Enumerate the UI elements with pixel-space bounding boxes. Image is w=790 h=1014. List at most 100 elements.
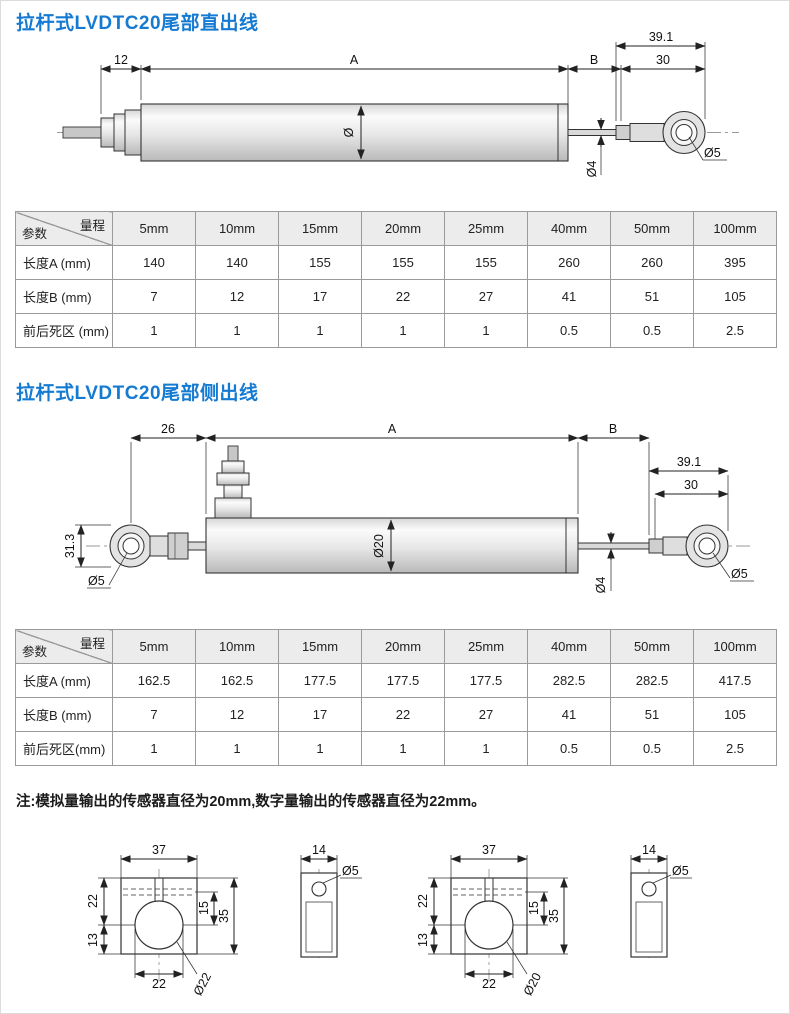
spec-value: 41 [527, 697, 611, 732]
pull-rod [577, 536, 688, 556]
range-column-header: 15mm [278, 211, 362, 246]
dim-upper-22: 22 [86, 877, 108, 926]
dim-label: 22 [482, 977, 496, 991]
dim-label: Ø4 [594, 577, 608, 594]
dim-label: 31.3 [63, 534, 77, 558]
rod-end-bearing-left [109, 524, 207, 568]
dim-inner-15: 15 [197, 891, 218, 926]
spec-value: 12 [195, 697, 279, 732]
row-label: 前后死区 (mm) [15, 313, 113, 348]
clamp-front-view [120, 877, 198, 955]
spec-value: 0.5 [527, 731, 611, 766]
spec-value: 17 [278, 279, 362, 314]
range-column-header: 20mm [361, 211, 445, 246]
dim-rod-diameter: Ø4 [585, 118, 605, 178]
dim-label: 37 [482, 843, 496, 857]
section-title-rear-straight-exit: 拉杆式LVDTC20尾部直出线 [16, 13, 259, 34]
corner-label-param: 参数 [22, 227, 48, 241]
dim-label: 12 [114, 53, 128, 67]
dim-bottom-22: 22 [464, 970, 514, 991]
dim-label: Ø5 [731, 567, 748, 581]
dim-bore-right: Ø5 [712, 552, 754, 582]
spec-value: 27 [444, 279, 528, 314]
row-label: 长度A (mm) [15, 663, 113, 698]
dim-label: B [590, 53, 598, 67]
dim-label: 39.1 [649, 30, 673, 44]
range-column-header: 25mm [444, 629, 528, 664]
dim-height-35: 35 [547, 877, 568, 955]
spec-value: 260 [527, 245, 611, 280]
dim-side-width-14: 14 [630, 843, 668, 863]
spec-value: 177.5 [278, 663, 362, 698]
dim-label: 26 [161, 422, 175, 436]
dim-label: 35 [217, 909, 231, 923]
dim-31-3: 31.3 [63, 524, 85, 568]
range-column-header: 5mm [112, 629, 196, 664]
table-corner-cell: 量程参数 [15, 211, 113, 246]
spec-value: 7 [112, 697, 196, 732]
spec-value: 162.5 [112, 663, 196, 698]
dim-width-37: 37 [120, 843, 198, 863]
dim-label: Ø [342, 127, 356, 137]
dim-label: 15 [197, 901, 211, 915]
range-column-header: 100mm [693, 211, 777, 246]
range-column-header: 50mm [610, 629, 694, 664]
corner-label-range: 量程 [79, 219, 105, 233]
clamp-group-1: 37 22 13 15 35 22 [86, 843, 362, 998]
spec-value: 105 [693, 279, 777, 314]
spec-value: 155 [278, 245, 362, 280]
pull-rod [567, 123, 665, 142]
spec-value: 177.5 [444, 663, 528, 698]
diameter-note: 注:模拟量输出的传感器直径为20mm,数字量输出的传感器直径为22mm。 [16, 794, 486, 810]
spec-value: 12 [195, 279, 279, 314]
dim-30: 30 [654, 478, 729, 498]
spec-value: 2.5 [693, 313, 777, 348]
range-column-header: 10mm [195, 629, 279, 664]
spec-value: 1 [278, 313, 362, 348]
dim-label: Ø20 [372, 534, 386, 558]
dim-lower-13: 13 [86, 924, 108, 955]
spec-value: 1 [444, 313, 528, 348]
dim-rod-diameter: Ø4 [594, 532, 615, 594]
row-label: 长度A (mm) [15, 245, 113, 280]
range-column-header: 25mm [444, 211, 528, 246]
spec-value: 260 [610, 245, 694, 280]
sensor-body [140, 103, 569, 162]
dim-label: 15 [527, 901, 541, 915]
clamp-side-view [300, 869, 338, 961]
dim-hole-phi5: Ø5 [652, 864, 692, 884]
table-corner-cell: 量程参数 [15, 629, 113, 664]
spec-value: 1 [195, 731, 279, 766]
range-column-header: 40mm [527, 211, 611, 246]
spec-value: 0.5 [610, 313, 694, 348]
spec-value: 17 [278, 697, 362, 732]
side-cable-gland [214, 445, 252, 519]
dim-label: Ø20 [521, 970, 544, 997]
spec-value: 155 [361, 245, 445, 280]
spec-value: 395 [693, 245, 777, 280]
spec-value: 282.5 [527, 663, 611, 698]
dim-hole-phi5: Ø5 [322, 864, 362, 884]
spec-value: 51 [610, 697, 694, 732]
dim-label: Ø5 [704, 146, 721, 160]
sensor-body [205, 517, 579, 574]
dim-body-diameter: Ø20 [372, 519, 395, 572]
dim-width-37: 37 [450, 843, 528, 863]
spec-value: 105 [693, 697, 777, 732]
spec-value: 0.5 [610, 731, 694, 766]
dim-30: 30 [620, 53, 706, 73]
clamp-front-view [450, 877, 528, 955]
spec-value: 140 [112, 245, 196, 280]
dim-label: 22 [152, 977, 166, 991]
spec-value: 27 [444, 697, 528, 732]
row-label: 长度B (mm) [15, 697, 113, 732]
dim-label: 13 [416, 933, 430, 947]
dim-label: Ø4 [585, 161, 599, 178]
